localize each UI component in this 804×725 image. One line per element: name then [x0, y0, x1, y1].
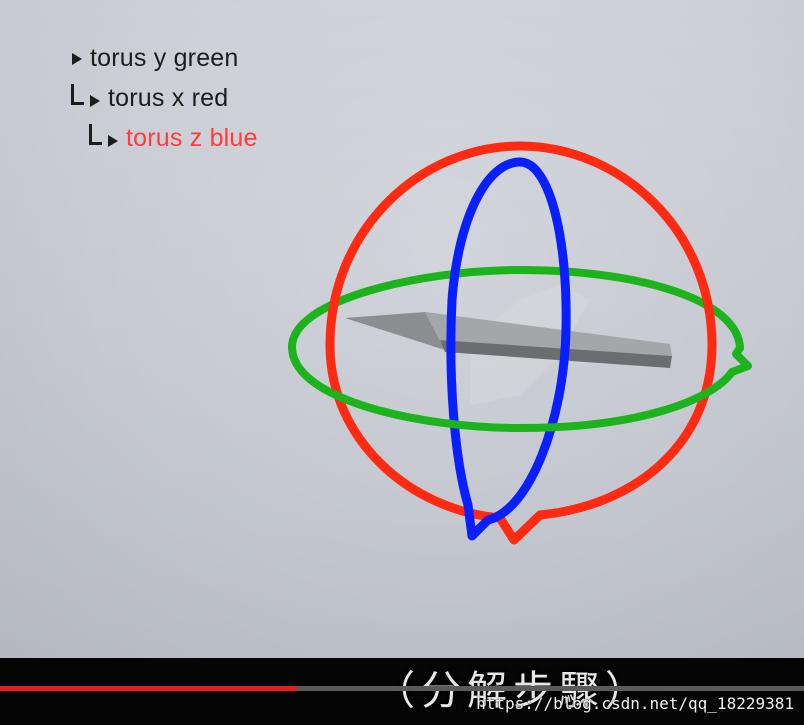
- video-progress-played: [0, 686, 298, 691]
- video-subtitle: （分解步驟）: [375, 668, 651, 714]
- arrow-model[interactable]: [345, 285, 672, 405]
- expand-triangle-icon[interactable]: [72, 53, 82, 65]
- watermark-text: https://blog.csdn.net/qq_18229381: [476, 694, 794, 713]
- outliner-item-label: torus z blue: [126, 124, 258, 152]
- outliner-item-label: torus y green: [90, 44, 239, 72]
- hierarchy-elbow-icon: [71, 84, 84, 105]
- arrow-head: [345, 312, 445, 350]
- outliner-item-torus-y-green[interactable]: torus y green: [68, 38, 258, 78]
- expand-triangle-icon[interactable]: [108, 135, 118, 147]
- video-control-bar: （分解步驟） https://blog.csdn.net/qq_18229381: [0, 658, 804, 725]
- 3d-viewport[interactable]: torus y green torus x red torus z blue: [0, 0, 804, 658]
- outliner-item-torus-x-red[interactable]: torus x red: [68, 78, 258, 118]
- outliner-panel: torus y green torus x red torus z blue: [68, 38, 258, 158]
- video-progress-bar[interactable]: [0, 686, 804, 691]
- green-ring-front[interactable]: [288, 343, 752, 432]
- outliner-item-torus-z-blue[interactable]: torus z blue: [68, 118, 258, 158]
- red-ring[interactable]: [325, 141, 717, 545]
- arrow-shaft-side: [440, 340, 672, 368]
- blue-ring[interactable]: [446, 157, 571, 541]
- expand-triangle-icon[interactable]: [90, 95, 100, 107]
- arrow-shaft-top: [425, 312, 672, 356]
- gimbal-scene[interactable]: [0, 0, 804, 658]
- outliner-item-label: torus x red: [108, 84, 229, 112]
- hierarchy-elbow-icon: [89, 124, 102, 145]
